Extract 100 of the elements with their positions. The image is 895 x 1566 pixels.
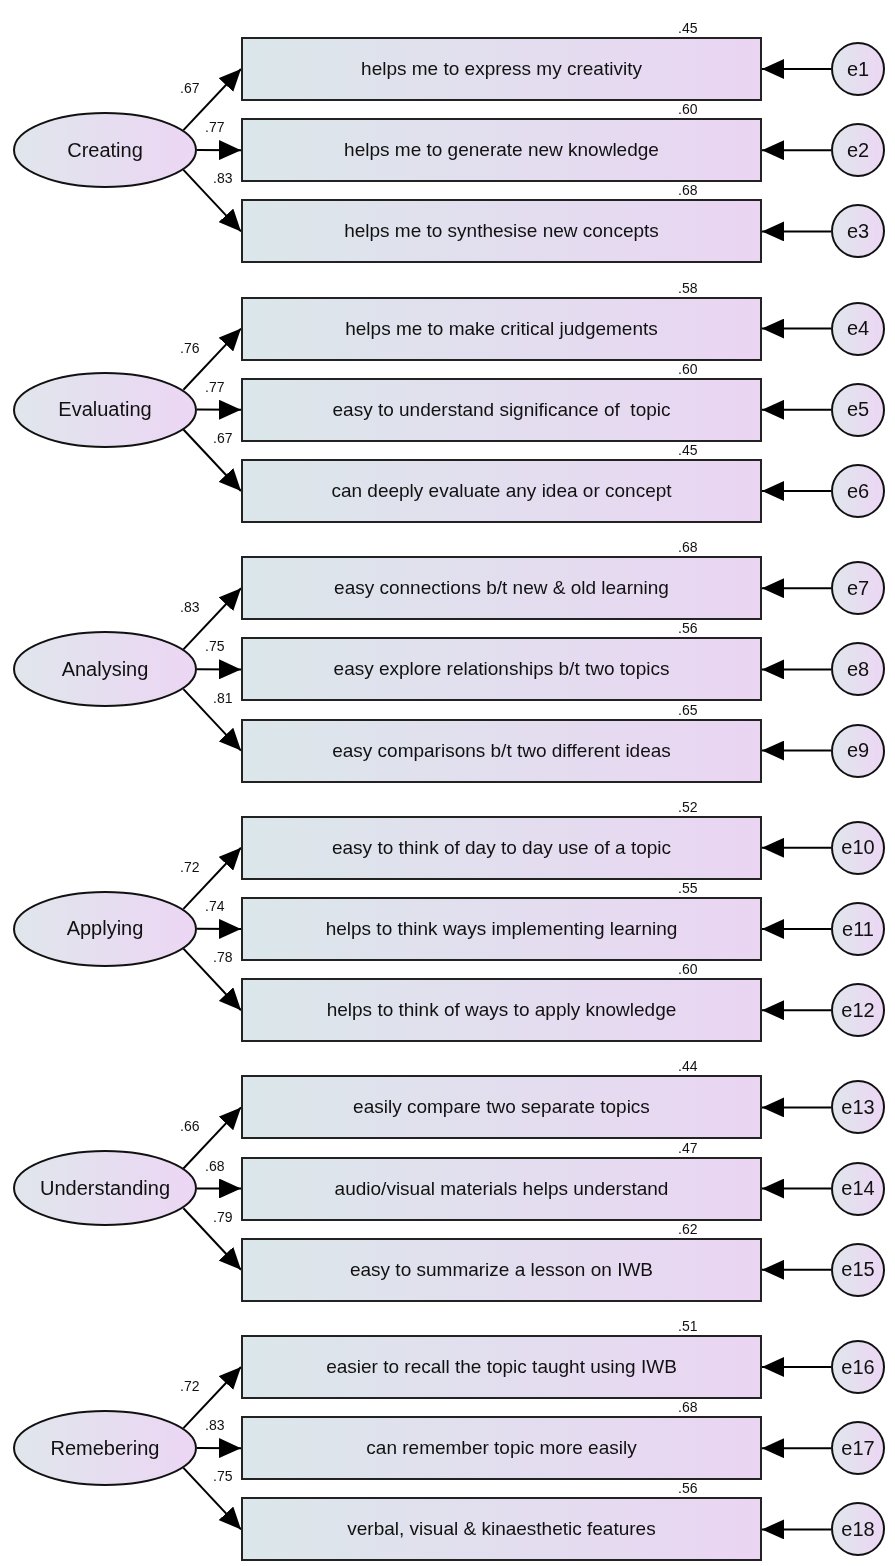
- arrow: [182, 1106, 242, 1170]
- arrow: [761, 399, 832, 420]
- indicator-box: helps me to express my creativity: [241, 37, 762, 101]
- r-squared-value: .68: [678, 540, 698, 555]
- indicator-box: easy comparisons b/t two different ideas: [241, 718, 762, 783]
- arrow: [182, 428, 242, 492]
- r-squared-value: .56: [678, 621, 698, 636]
- latent-variable-label: Understanding: [39, 1176, 171, 1200]
- r-squared-value: .60: [678, 962, 698, 977]
- error-term-label: e1: [846, 57, 870, 81]
- arrow: [761, 59, 832, 79]
- arrow: [761, 740, 832, 761]
- arrow: [761, 481, 832, 501]
- r-squared-value: .62: [678, 1221, 698, 1236]
- indicator-box: easily compare two separate topics: [241, 1075, 762, 1140]
- arrow: [761, 659, 832, 680]
- r-squared-value: .60: [678, 102, 698, 117]
- loading-label: .76: [180, 340, 200, 355]
- latent-variable-label: Evaluating: [58, 398, 152, 422]
- arrow: [761, 837, 832, 858]
- loading-label: .67: [180, 81, 200, 95]
- arrow: [182, 327, 242, 391]
- error-term-label: e15: [841, 1258, 875, 1282]
- arrow: [761, 318, 832, 339]
- error-term-label: e3: [846, 219, 870, 243]
- r-squared-value: .65: [678, 702, 698, 717]
- indicator-box: can deeply evaluate any idea or concept: [241, 459, 762, 523]
- loading-label: .67: [213, 431, 233, 445]
- indicator-box: audio/visual materials helps understand: [241, 1156, 762, 1221]
- arrow: [761, 221, 832, 242]
- indicator-box: easy to summarize a lesson on IWB: [241, 1237, 762, 1302]
- loading-label: .75: [205, 639, 225, 654]
- latent-variable-label: Remebering: [50, 1436, 160, 1460]
- arrow: [761, 1178, 832, 1199]
- r-squared-value: .56: [678, 1481, 698, 1496]
- error-term-label: e2: [846, 138, 870, 162]
- error-term-label: e10: [841, 836, 875, 860]
- arrow: [761, 578, 832, 599]
- arrow: [761, 919, 832, 939]
- error-term-label: e11: [842, 917, 874, 941]
- error-term-label: e16: [841, 1355, 875, 1379]
- indicator-box: easy explore relationships b/t two topics: [241, 637, 762, 702]
- arrow: [182, 947, 242, 1012]
- arrow: [761, 1357, 832, 1377]
- arrow: [196, 918, 242, 939]
- indicator-box: easier to recall the topic taught using IWB: [241, 1335, 762, 1399]
- loading-label: .66: [180, 1119, 200, 1134]
- r-squared-value: .44: [678, 1059, 698, 1074]
- latent-variable-label: Creating: [67, 138, 143, 162]
- loading-label: .83: [180, 600, 200, 615]
- error-term-label: e18: [841, 1517, 875, 1541]
- indicator-box: helps to think of ways to apply knowledge: [241, 978, 762, 1043]
- indicator-box: can remember topic more easily: [241, 1416, 762, 1481]
- loading-label: .78: [213, 950, 233, 965]
- error-term-label: e8: [846, 657, 870, 681]
- error-term-label: e7: [846, 576, 870, 600]
- r-squared-value: .51: [678, 1319, 698, 1333]
- loading-label: .75: [213, 1469, 233, 1484]
- loading-label: .77: [205, 379, 225, 394]
- loading-label: .81: [213, 690, 233, 705]
- arrow: [761, 1097, 832, 1118]
- loading-label: .83: [213, 171, 233, 186]
- indicator-box: easy to think of day to day use of a topic: [241, 815, 762, 880]
- loading-label: .79: [213, 1209, 233, 1224]
- error-term-label: e17: [841, 1436, 875, 1460]
- arrow: [182, 1466, 242, 1531]
- error-term-label: e13: [841, 1095, 875, 1119]
- arrow: [761, 140, 832, 161]
- arrow: [196, 1438, 242, 1459]
- loading-label: .74: [205, 899, 225, 913]
- error-term-label: e6: [846, 479, 870, 503]
- arrow: [182, 168, 242, 233]
- loading-label: .68: [205, 1158, 225, 1173]
- r-squared-value: .68: [678, 183, 698, 198]
- arrow: [182, 1366, 242, 1430]
- arrow: [761, 1000, 832, 1021]
- r-squared-value: .68: [678, 1400, 698, 1415]
- indicator-box: helps to think ways implementing learning: [241, 897, 762, 961]
- arrow: [182, 688, 242, 752]
- loading-label: .77: [205, 120, 225, 135]
- indicator-box: easy to understand significance of topic: [241, 377, 762, 442]
- indicator-box: helps me to make critical judgements: [241, 296, 762, 361]
- r-squared-value: .55: [678, 881, 698, 895]
- error-term-label: e14: [841, 1177, 875, 1201]
- arrow: [196, 1178, 242, 1199]
- loading-label: .72: [180, 859, 200, 874]
- latent-variable-label: Applying: [66, 917, 144, 941]
- error-term-label: e4: [846, 317, 870, 341]
- r-squared-value: .45: [678, 21, 698, 35]
- error-term-label: e9: [846, 739, 870, 763]
- arrow: [196, 399, 242, 420]
- error-term-label: e5: [846, 398, 870, 422]
- arrow: [182, 846, 242, 910]
- indicator-box: helps me to synthesise new concepts: [241, 199, 762, 264]
- arrow: [182, 587, 242, 651]
- error-term-label: e12: [841, 998, 875, 1022]
- loading-label: .83: [205, 1418, 225, 1433]
- indicator-box: helps me to generate new knowledge: [241, 118, 762, 183]
- arrow: [761, 1438, 832, 1459]
- latent-variable-label: Analysing: [61, 657, 149, 681]
